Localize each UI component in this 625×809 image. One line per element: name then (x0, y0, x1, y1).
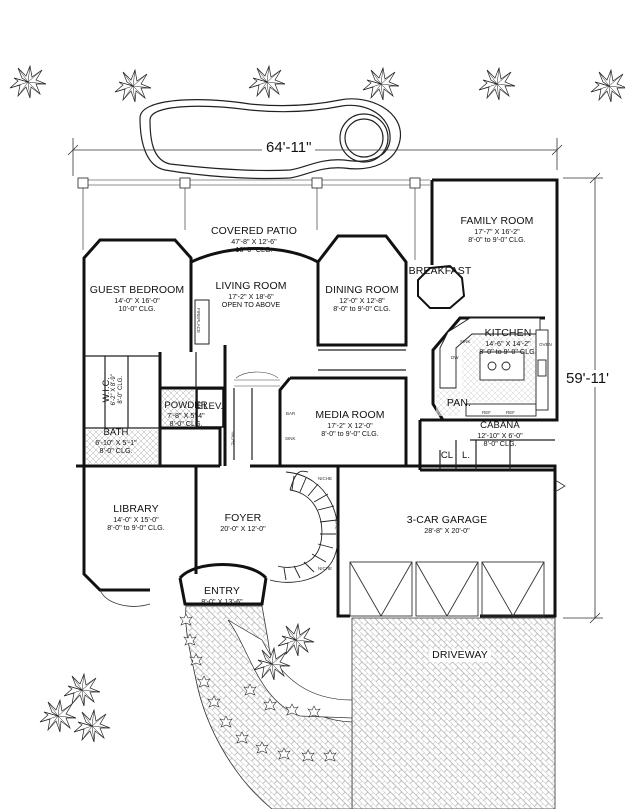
room-label-library: LIBRARY 14'-0" X 15'-0" 8'-0" to 9'-0" C… (107, 503, 165, 532)
driveway-paving (351, 617, 556, 809)
elevator-shaft (196, 388, 224, 428)
palm-tree-icon (362, 67, 400, 101)
palm-tree-icon (590, 69, 625, 103)
room-label-foyer: FOYER 20'-0" X 12'-0" (220, 512, 266, 533)
kitchen-cabinets (439, 317, 549, 417)
overall-depth-label: 59'-11' (562, 370, 613, 387)
sink-tag: SINK (460, 339, 471, 344)
room-label-breakfast: BREAKFAST (408, 265, 472, 277)
palm-tree-icon (114, 69, 152, 103)
niche-tag: NICHE (334, 515, 340, 530)
dishwasher-tag: DW (451, 355, 459, 360)
fireplace (194, 299, 210, 345)
niche-tag: NICHE (318, 476, 333, 481)
room-label-dining-room: DINING ROOM 12'-0" X 12'-8" 8'-0" to 9'-… (325, 284, 399, 313)
pool (139, 98, 401, 180)
overall-width-label: 64'-11" (262, 139, 316, 156)
room-label-guest-bedroom: GUEST BEDROOM 14'-0" X 16'-0" 10'-0" CLG… (89, 284, 185, 313)
pantry-floor (436, 390, 460, 416)
room-label-media-room: MEDIA ROOM 17'-2" X 12'-0" 8'-0" to 9'-0… (315, 409, 385, 438)
oven-tag: OVEN (539, 342, 552, 347)
room-label-closet: CL (440, 450, 454, 461)
refrigerator-tag: REF (482, 410, 491, 415)
room-label-powder: POWDER 7'-8" X 5'-4" 8'-0" CLG. (164, 400, 208, 428)
refrigerator-tag: REF (506, 410, 515, 415)
walls (76, 178, 559, 618)
internal-walls (84, 300, 555, 470)
room-label-wic: W.I.C. 6'-2" X 8'-9" 8'-0" CLG. (101, 374, 125, 406)
palm-tree-icon (63, 673, 101, 707)
powder-floor (162, 390, 194, 426)
room-label-kitchen: KITCHEN 14'-6" X 14'-2" 8'-0" to 9'-0" C… (479, 327, 537, 356)
stairs (234, 371, 280, 387)
room-label-elevator: ELEV. (196, 401, 224, 412)
palm-tree-icon (9, 65, 47, 99)
room-label-family-room: FAMILY ROOM 17'-7" X 16'-2" 8'-0" to 9'-… (460, 215, 534, 244)
patio-columns (77, 177, 430, 260)
niche-tag: NICHE (318, 566, 333, 571)
room-label-pantry: PAN. (446, 397, 472, 409)
room-label-covered-patio: COVERED PATIO 47'-8" X 12'-6" 10'-0" CLG… (210, 225, 298, 254)
room-label-garage: 3-CAR GARAGE 28'-8" X 20'-0" (406, 514, 488, 535)
niche-tag: NICHE (230, 431, 236, 446)
palm-tree-icon (248, 65, 286, 99)
room-label-bath: BATH 6'-10" X 5'-1" 8'-0" CLG. (95, 427, 137, 455)
garage-doors (349, 561, 545, 617)
room-label-driveway: DRIVEWAY (429, 649, 491, 662)
garage-side-door (554, 479, 566, 493)
breakfast-bay (417, 264, 466, 309)
room-label-cabana: CABANA 12'-10" X 6'-0" 8'-0" CLG. (477, 420, 523, 448)
bar-tag: BAR (286, 411, 296, 416)
spiral-staircase (269, 470, 339, 583)
palm-tree-icon (478, 67, 516, 101)
depth-dimension-line (563, 172, 603, 624)
palm-tree-icon (73, 709, 111, 743)
room-label-linen: L. (461, 450, 471, 461)
room-label-entry: ENTRY 8'-0" X 13'-6" (201, 585, 243, 606)
sink-tag: SINK (285, 436, 296, 441)
room-label-living-room: LIVING ROOM 17'-2" X 18'-6" OPEN TO ABOV… (215, 280, 287, 309)
palm-tree-icon (277, 623, 315, 657)
bath-floor (86, 430, 158, 464)
palm-tree-icon (39, 699, 77, 733)
fireplace-tag: FIREPLACE (196, 307, 202, 334)
library-bay (99, 589, 151, 607)
